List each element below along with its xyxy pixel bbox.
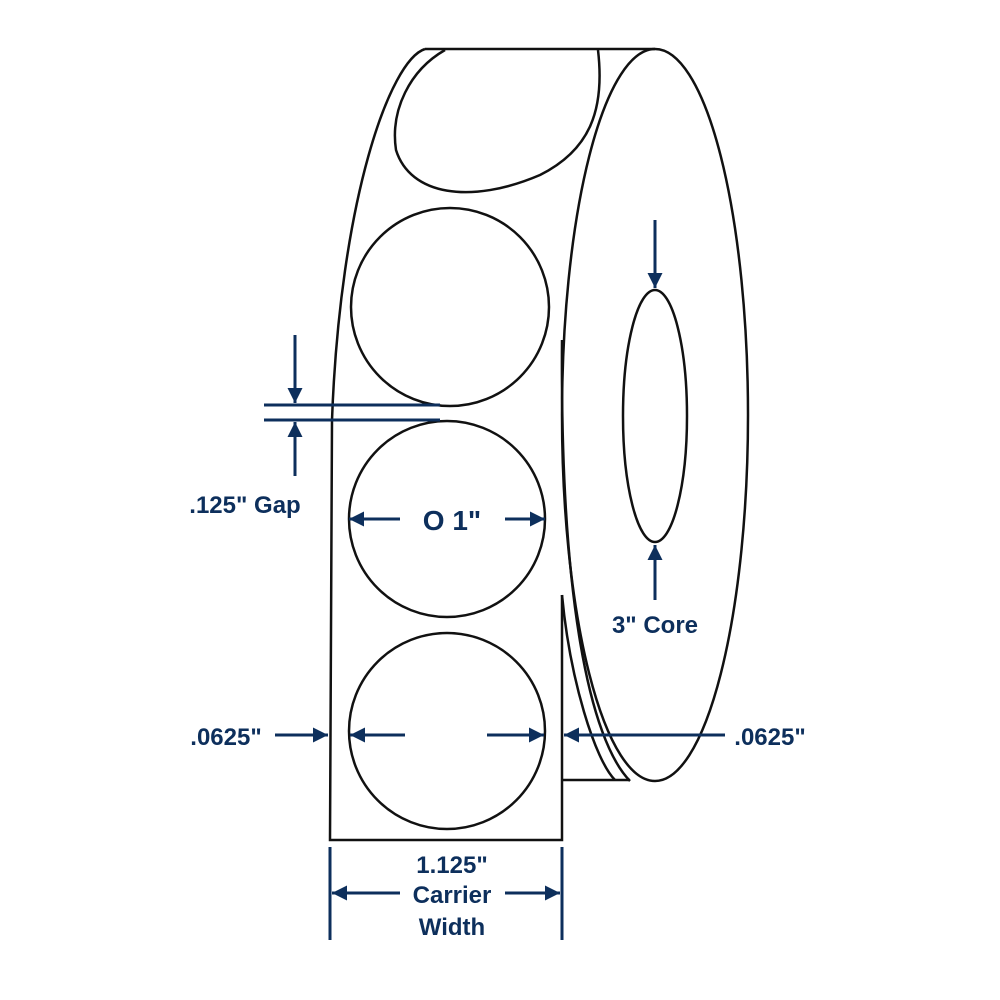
left-margin-label: .0625" xyxy=(190,724,261,751)
carrier-width-label-line1: Carrier xyxy=(413,882,492,909)
roll-outline xyxy=(328,47,750,842)
label-circle xyxy=(349,206,551,408)
core-label: 3" Core xyxy=(612,612,698,639)
carrier-width-dimension xyxy=(328,847,564,940)
diameter-label: O 1" xyxy=(423,505,481,536)
carrier-width-value: 1.125" xyxy=(416,852,487,879)
gap-label: .125" Gap xyxy=(189,492,300,519)
carrier-width-label-line2: Width xyxy=(419,914,485,941)
label-circle xyxy=(347,631,547,831)
roll-side-face xyxy=(560,47,750,783)
gap-dimension xyxy=(264,335,440,476)
label-partial-top xyxy=(393,48,601,194)
roll-core xyxy=(621,288,689,544)
right-margin-label: .0625" xyxy=(734,724,805,751)
